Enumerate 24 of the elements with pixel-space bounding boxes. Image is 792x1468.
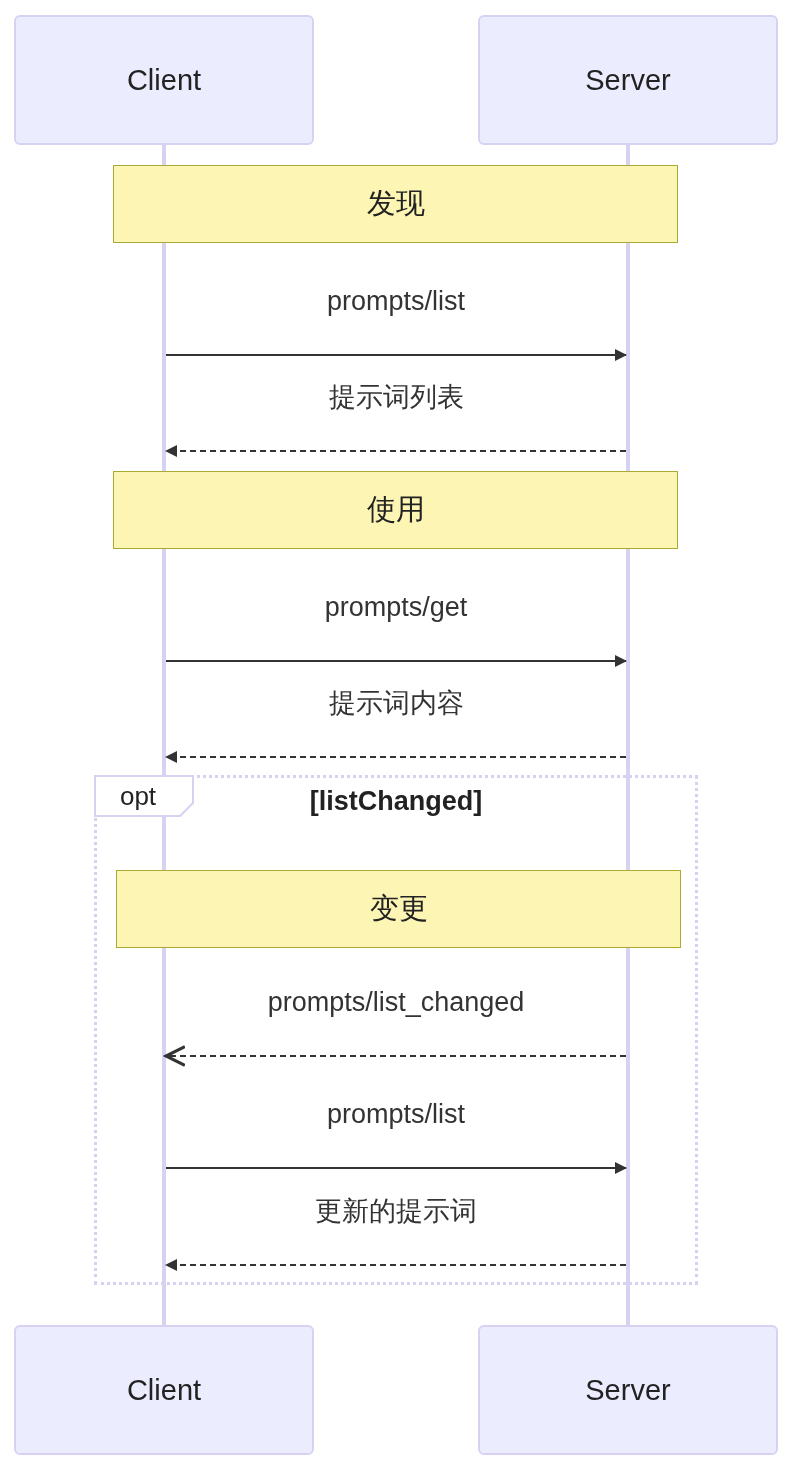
message-label: 更新的提示词	[315, 1195, 477, 1227]
frame-tab: opt	[94, 775, 194, 817]
message-label: 提示词内容	[328, 687, 464, 719]
note-box: 发现	[113, 165, 678, 243]
message-label: 提示词列表	[328, 381, 464, 413]
opt-frame	[94, 775, 698, 1285]
message-label: prompts/list_changed	[267, 986, 525, 1018]
message-arrow	[165, 1259, 627, 1271]
participant-box: Client	[14, 1325, 314, 1455]
message-label: prompts/get	[324, 591, 468, 623]
note-box: 使用	[113, 471, 678, 549]
message-arrow	[165, 655, 627, 667]
message-arrow	[165, 349, 627, 361]
message-arrow	[165, 1162, 627, 1174]
message-label: prompts/list	[327, 1098, 465, 1130]
participant-box: Server	[478, 1325, 778, 1455]
message-arrow	[165, 445, 627, 457]
message-arrow	[164, 1045, 627, 1067]
participant-box: Client	[14, 15, 314, 145]
message-label: prompts/list	[327, 285, 465, 317]
condition-label: [listChanged]	[309, 786, 483, 817]
participant-box: Server	[478, 15, 778, 145]
message-arrow	[165, 751, 627, 763]
note-box: 变更	[116, 870, 681, 948]
